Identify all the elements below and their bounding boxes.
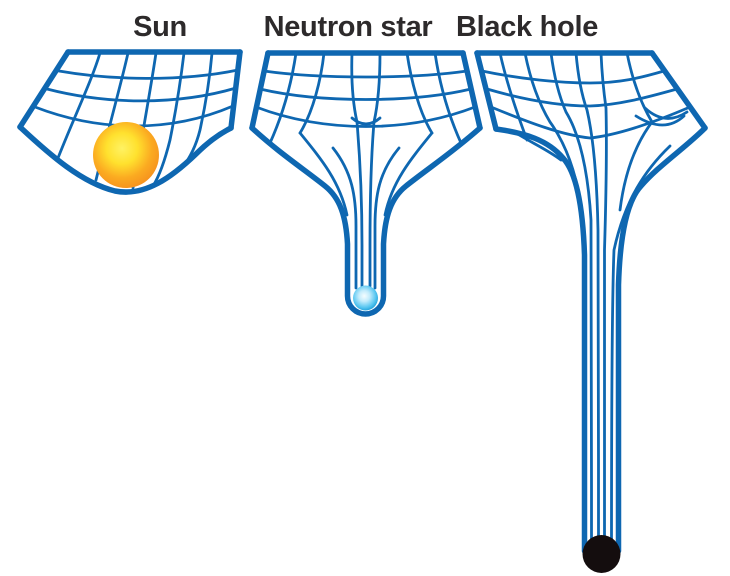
grid-line xyxy=(258,87,473,101)
grid-line xyxy=(268,51,298,145)
funnel-line xyxy=(298,51,349,217)
grid-line xyxy=(485,87,679,108)
funnel-line xyxy=(599,51,608,547)
grid-line xyxy=(433,51,463,145)
funnel-line xyxy=(350,51,364,288)
grid-border xyxy=(249,50,271,131)
funnel-line xyxy=(383,51,434,217)
grid-fold-line xyxy=(643,106,689,120)
funnel-line xyxy=(331,146,358,290)
panel-titles: Sun Neutron star Black hole xyxy=(133,11,598,43)
panel-neutron-star xyxy=(249,50,483,317)
grid-border xyxy=(649,50,708,131)
panel-title-sun: Sun xyxy=(133,11,187,43)
gravity-well-funnel-wall xyxy=(615,125,708,554)
panel-title-black-hole: Black hole xyxy=(456,11,598,43)
funnel-line xyxy=(549,51,593,547)
grid-line xyxy=(350,116,382,126)
funnel-line xyxy=(373,146,401,290)
panel-title-neutron-star: Neutron star xyxy=(264,11,433,43)
sun-sphere-icon xyxy=(93,122,159,188)
grid-line xyxy=(480,69,666,85)
funnel-line xyxy=(618,51,654,212)
panel-black-hole xyxy=(474,50,708,573)
black-hole-sphere-icon xyxy=(582,535,621,573)
gravity-well-funnel-wall xyxy=(493,126,588,554)
grid-border xyxy=(474,50,499,132)
grid-fold-line xyxy=(634,114,686,127)
grid-line xyxy=(57,68,240,80)
grid-border xyxy=(17,49,71,130)
panel-sun xyxy=(17,49,243,195)
grid-line xyxy=(262,69,469,79)
grid-line xyxy=(498,51,529,142)
gravity-well-dip xyxy=(17,124,234,195)
neutron-star-sphere-icon xyxy=(353,285,378,311)
grid-border xyxy=(228,49,243,131)
funnel-line xyxy=(610,144,672,547)
funnel-line xyxy=(574,51,600,547)
funnel-line xyxy=(368,51,382,288)
grid-border xyxy=(460,50,483,131)
grid-line xyxy=(151,51,186,188)
grid-line xyxy=(56,51,102,160)
grid-line xyxy=(489,105,692,140)
grid-line xyxy=(45,86,238,103)
gravity-well-funnel xyxy=(249,125,483,317)
